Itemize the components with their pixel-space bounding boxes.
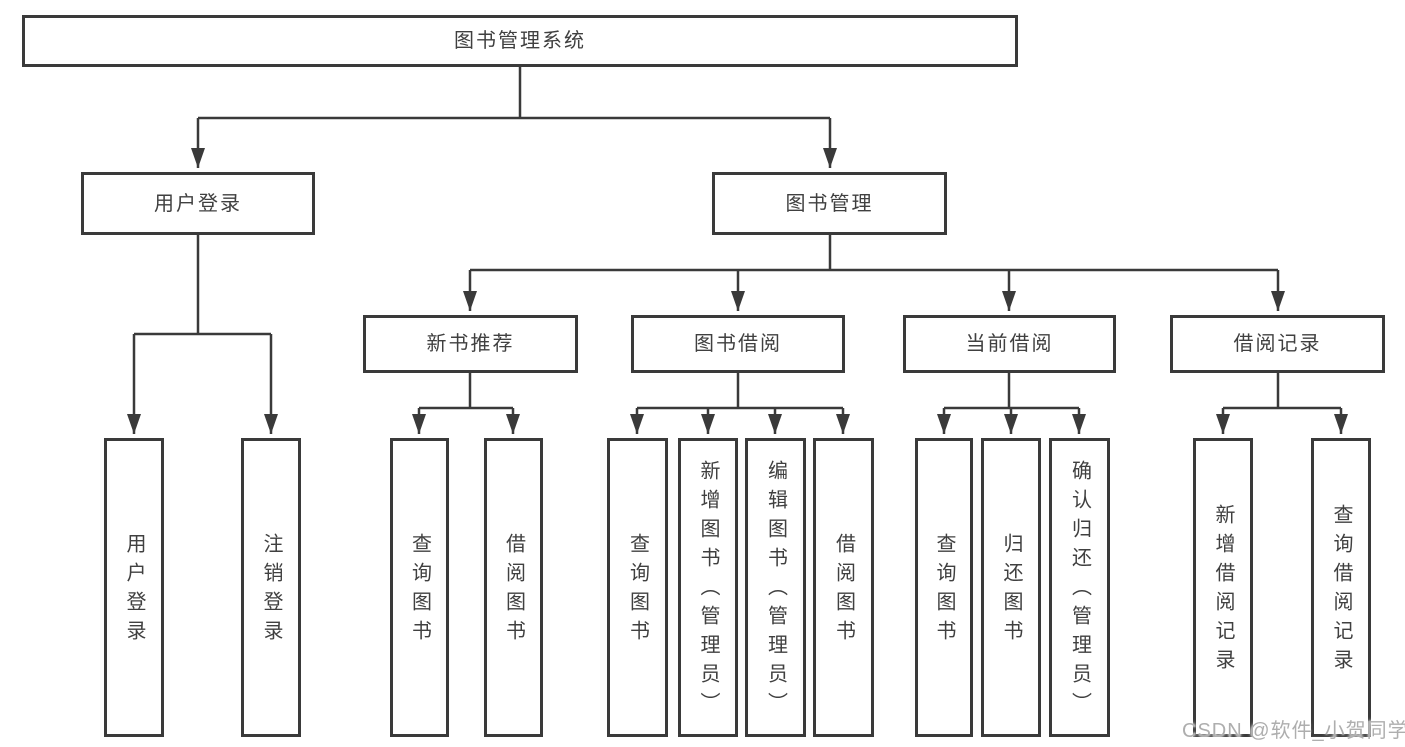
csdn-watermark: CSDN @软件_小贺同学 [1182, 720, 1405, 742]
node-library-management-system: 图书管理系统 [22, 15, 1018, 67]
node-borrowing-records: 借阅记录 [1170, 315, 1385, 373]
node-user-login: 用户登录 [81, 172, 315, 235]
node-book-borrowing: 图书借阅 [631, 315, 845, 373]
node-leaf-logout: 注销登录 [241, 438, 301, 737]
node-leaf-add-borrow-record: 新增借阅记录 [1193, 438, 1253, 737]
node-leaf-confirm-return-admin: 确认归还（管理员） [1049, 438, 1110, 737]
node-leaf-query-borrow-record: 查询借阅记录 [1311, 438, 1371, 737]
node-leaf-query-books-borrowing: 查询图书 [607, 438, 668, 737]
node-current-borrowing: 当前借阅 [903, 315, 1116, 373]
node-book-management: 图书管理 [712, 172, 947, 235]
node-leaf-borrow-books-borrowing: 借阅图书 [813, 438, 874, 737]
node-leaf-add-book-admin: 新增图书（管理员） [678, 438, 738, 737]
node-new-book-recommendation: 新书推荐 [363, 315, 578, 373]
node-leaf-edit-book-admin: 编辑图书（管理员） [745, 438, 806, 737]
node-leaf-query-books-recommend: 查询图书 [390, 438, 449, 737]
node-leaf-user-login: 用户登录 [104, 438, 164, 737]
node-leaf-query-books-current: 查询图书 [915, 438, 973, 737]
node-leaf-borrow-books-recommend: 借阅图书 [484, 438, 543, 737]
node-leaf-return-books: 归还图书 [981, 438, 1041, 737]
